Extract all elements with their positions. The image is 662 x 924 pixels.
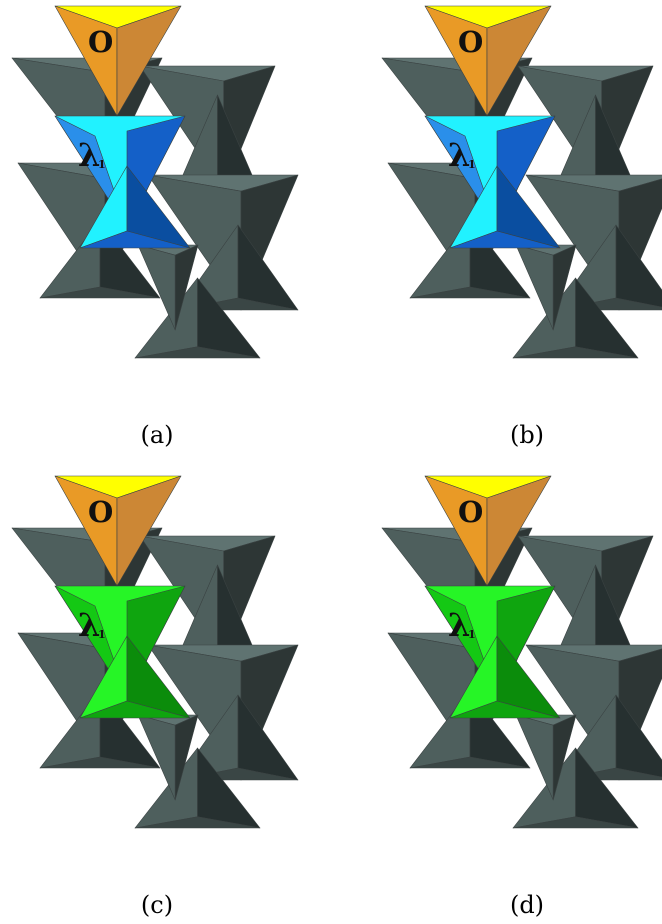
grey-face-base: [512, 816, 639, 829]
grey-face-right: [174, 244, 199, 331]
caption-d: (d): [510, 891, 544, 919]
grey-face-right: [174, 714, 199, 801]
caption-b: (b): [510, 421, 544, 449]
label-o: O: [88, 495, 113, 529]
label-lambda-subscript: 1: [468, 628, 476, 641]
grey-face-right: [552, 244, 577, 331]
grey-face-right: [552, 714, 577, 801]
label-lambda-subscript: 1: [98, 628, 106, 641]
top-tet-face-right: [486, 475, 552, 587]
grey-face-base: [39, 286, 161, 299]
caption-c: (c): [141, 891, 173, 919]
caption-a: (a): [140, 421, 173, 449]
center-tet2-base-face: [79, 230, 191, 249]
top-tet-face-right: [116, 5, 182, 117]
center-tet2-base-face: [449, 230, 561, 249]
label-lambda-subscript: 1: [468, 158, 476, 171]
grey-face-base: [409, 756, 531, 769]
label-o: O: [458, 495, 483, 529]
top-tet-face-right: [116, 475, 182, 587]
panel-d: Oλ1: [381, 475, 662, 829]
grey-face-base: [39, 756, 161, 769]
grey-face-base: [134, 816, 261, 829]
label-lambda-subscript: 1: [98, 158, 106, 171]
label-lambda: λ: [78, 606, 100, 644]
grey-face-base: [409, 286, 531, 299]
label-lambda: λ: [448, 606, 470, 644]
label-o: O: [458, 25, 483, 59]
label-o: O: [88, 25, 113, 59]
center-tet2-base-face: [449, 700, 561, 719]
top-tet-face-right: [486, 5, 552, 117]
label-lambda: λ: [448, 136, 470, 174]
panel-a: Oλ1: [11, 5, 299, 359]
grey-face-base: [134, 346, 261, 359]
panel-c: Oλ1: [11, 475, 299, 829]
center-tet2-base-face: [79, 700, 191, 719]
label-lambda: λ: [78, 136, 100, 174]
panel-b: Oλ1: [381, 5, 662, 359]
grey-face-base: [512, 346, 639, 359]
